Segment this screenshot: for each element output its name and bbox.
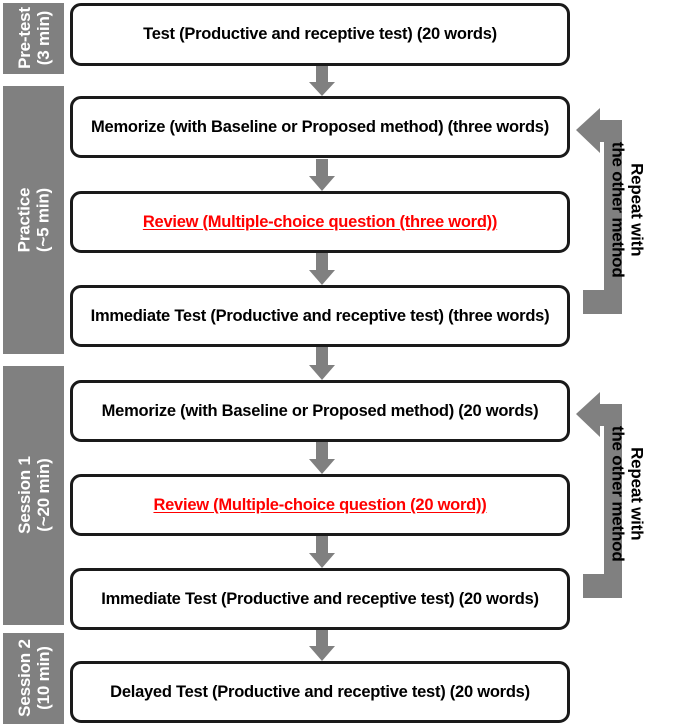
node-label-delayed-test-session-2: Delayed Test (Productive and receptive t… (110, 682, 530, 701)
node-label-immediate-test-session-1: Immediate Test (Productive and receptive… (101, 589, 539, 608)
node-pretest: Test (Productive and receptive test) (20… (70, 3, 570, 66)
phase-block-session-2: Session 2 (10 min) (3, 633, 64, 724)
arrow-down-icon-memorize-to-review-practice (309, 159, 335, 191)
phase-name-session-2: Session 2 (14, 639, 34, 718)
node-label-pretest: Test (Productive and receptive test) (20… (143, 25, 497, 43)
arrow-down-icon-review-to-immediate-session-1 (309, 536, 335, 568)
node-review-practice: Review (Multiple-choice question (three … (70, 191, 570, 253)
phase-duration-session-1: (~20 min) (33, 458, 53, 533)
phase-label-session-1: Session 1 (~20 min) (14, 457, 52, 535)
node-delayed-test-session-2: Delayed Test (Productive and receptive t… (70, 661, 570, 723)
repeat-loop-label-practice-text: Repeat with the other method (608, 142, 647, 278)
phase-block-practice: Practice (~5 min) (3, 86, 64, 354)
repeat-loop-line1-session-1: Repeat with (627, 447, 647, 541)
repeat-loop-line1-practice: Repeat with (627, 163, 647, 257)
node-label-memorize-session-1: Memorize (with Baseline or Proposed meth… (101, 401, 539, 420)
node-review-session-1: Review (Multiple-choice question (20 wor… (70, 474, 570, 536)
arrow-down-icon-pretest-to-memorize (309, 66, 335, 96)
repeat-loop-label-session-1-text: Repeat with the other method (608, 426, 647, 562)
node-immediate-test-session-1: Immediate Test (Productive and receptive… (70, 568, 570, 630)
node-memorize-session-1: Memorize (with Baseline or Proposed meth… (70, 380, 570, 442)
repeat-loop-label-practice: Repeat with the other method (597, 120, 657, 300)
node-immediate-test-practice: Immediate Test (Productive and receptive… (70, 285, 570, 347)
repeat-loop-line2-practice: the other method (609, 142, 629, 278)
phase-name-session-1: Session 1 (14, 456, 34, 535)
node-memorize-practice: Memorize (with Baseline or Proposed meth… (70, 96, 570, 158)
phase-duration-pre-test: (3 min) (33, 11, 53, 66)
phase-duration-practice: (~5 min) (33, 187, 53, 253)
repeat-loop-line2-session-1: the other method (609, 426, 629, 562)
phase-duration-session-2: (10 min) (33, 646, 53, 711)
phase-label-pre-test: Pre-test (3 min) (14, 8, 52, 70)
phase-block-pre-test: Pre-test (3 min) (3, 3, 64, 74)
node-label-memorize-practice: Memorize (with Baseline or Proposed meth… (91, 117, 549, 136)
arrow-down-icon-review-to-immediate-practice (309, 253, 335, 285)
arrow-down-icon-practice-to-session-1 (309, 347, 335, 380)
node-label-review-session-1: Review (Multiple-choice question (20 wor… (153, 495, 487, 514)
node-label-review-practice: Review (Multiple-choice question (three … (142, 212, 498, 231)
phase-block-session-1: Session 1 (~20 min) (3, 366, 64, 625)
phase-name-pre-test: Pre-test (14, 7, 34, 70)
repeat-loop-arrow-practice (576, 108, 624, 326)
phase-name-practice: Practice (14, 187, 34, 253)
arrow-down-icon-memorize-to-review-session-1 (309, 442, 335, 474)
phase-label-practice: Practice (~5 min) (14, 188, 52, 253)
repeat-loop-arrow-session-1 (576, 392, 624, 610)
arrow-down-icon-session-1-to-session-2 (309, 630, 335, 661)
phase-label-session-2: Session 2 (10 min) (14, 640, 52, 718)
node-label-immediate-test-practice: Immediate Test (Productive and receptive… (90, 306, 550, 325)
repeat-loop-label-session-1: Repeat with the other method (597, 404, 657, 584)
